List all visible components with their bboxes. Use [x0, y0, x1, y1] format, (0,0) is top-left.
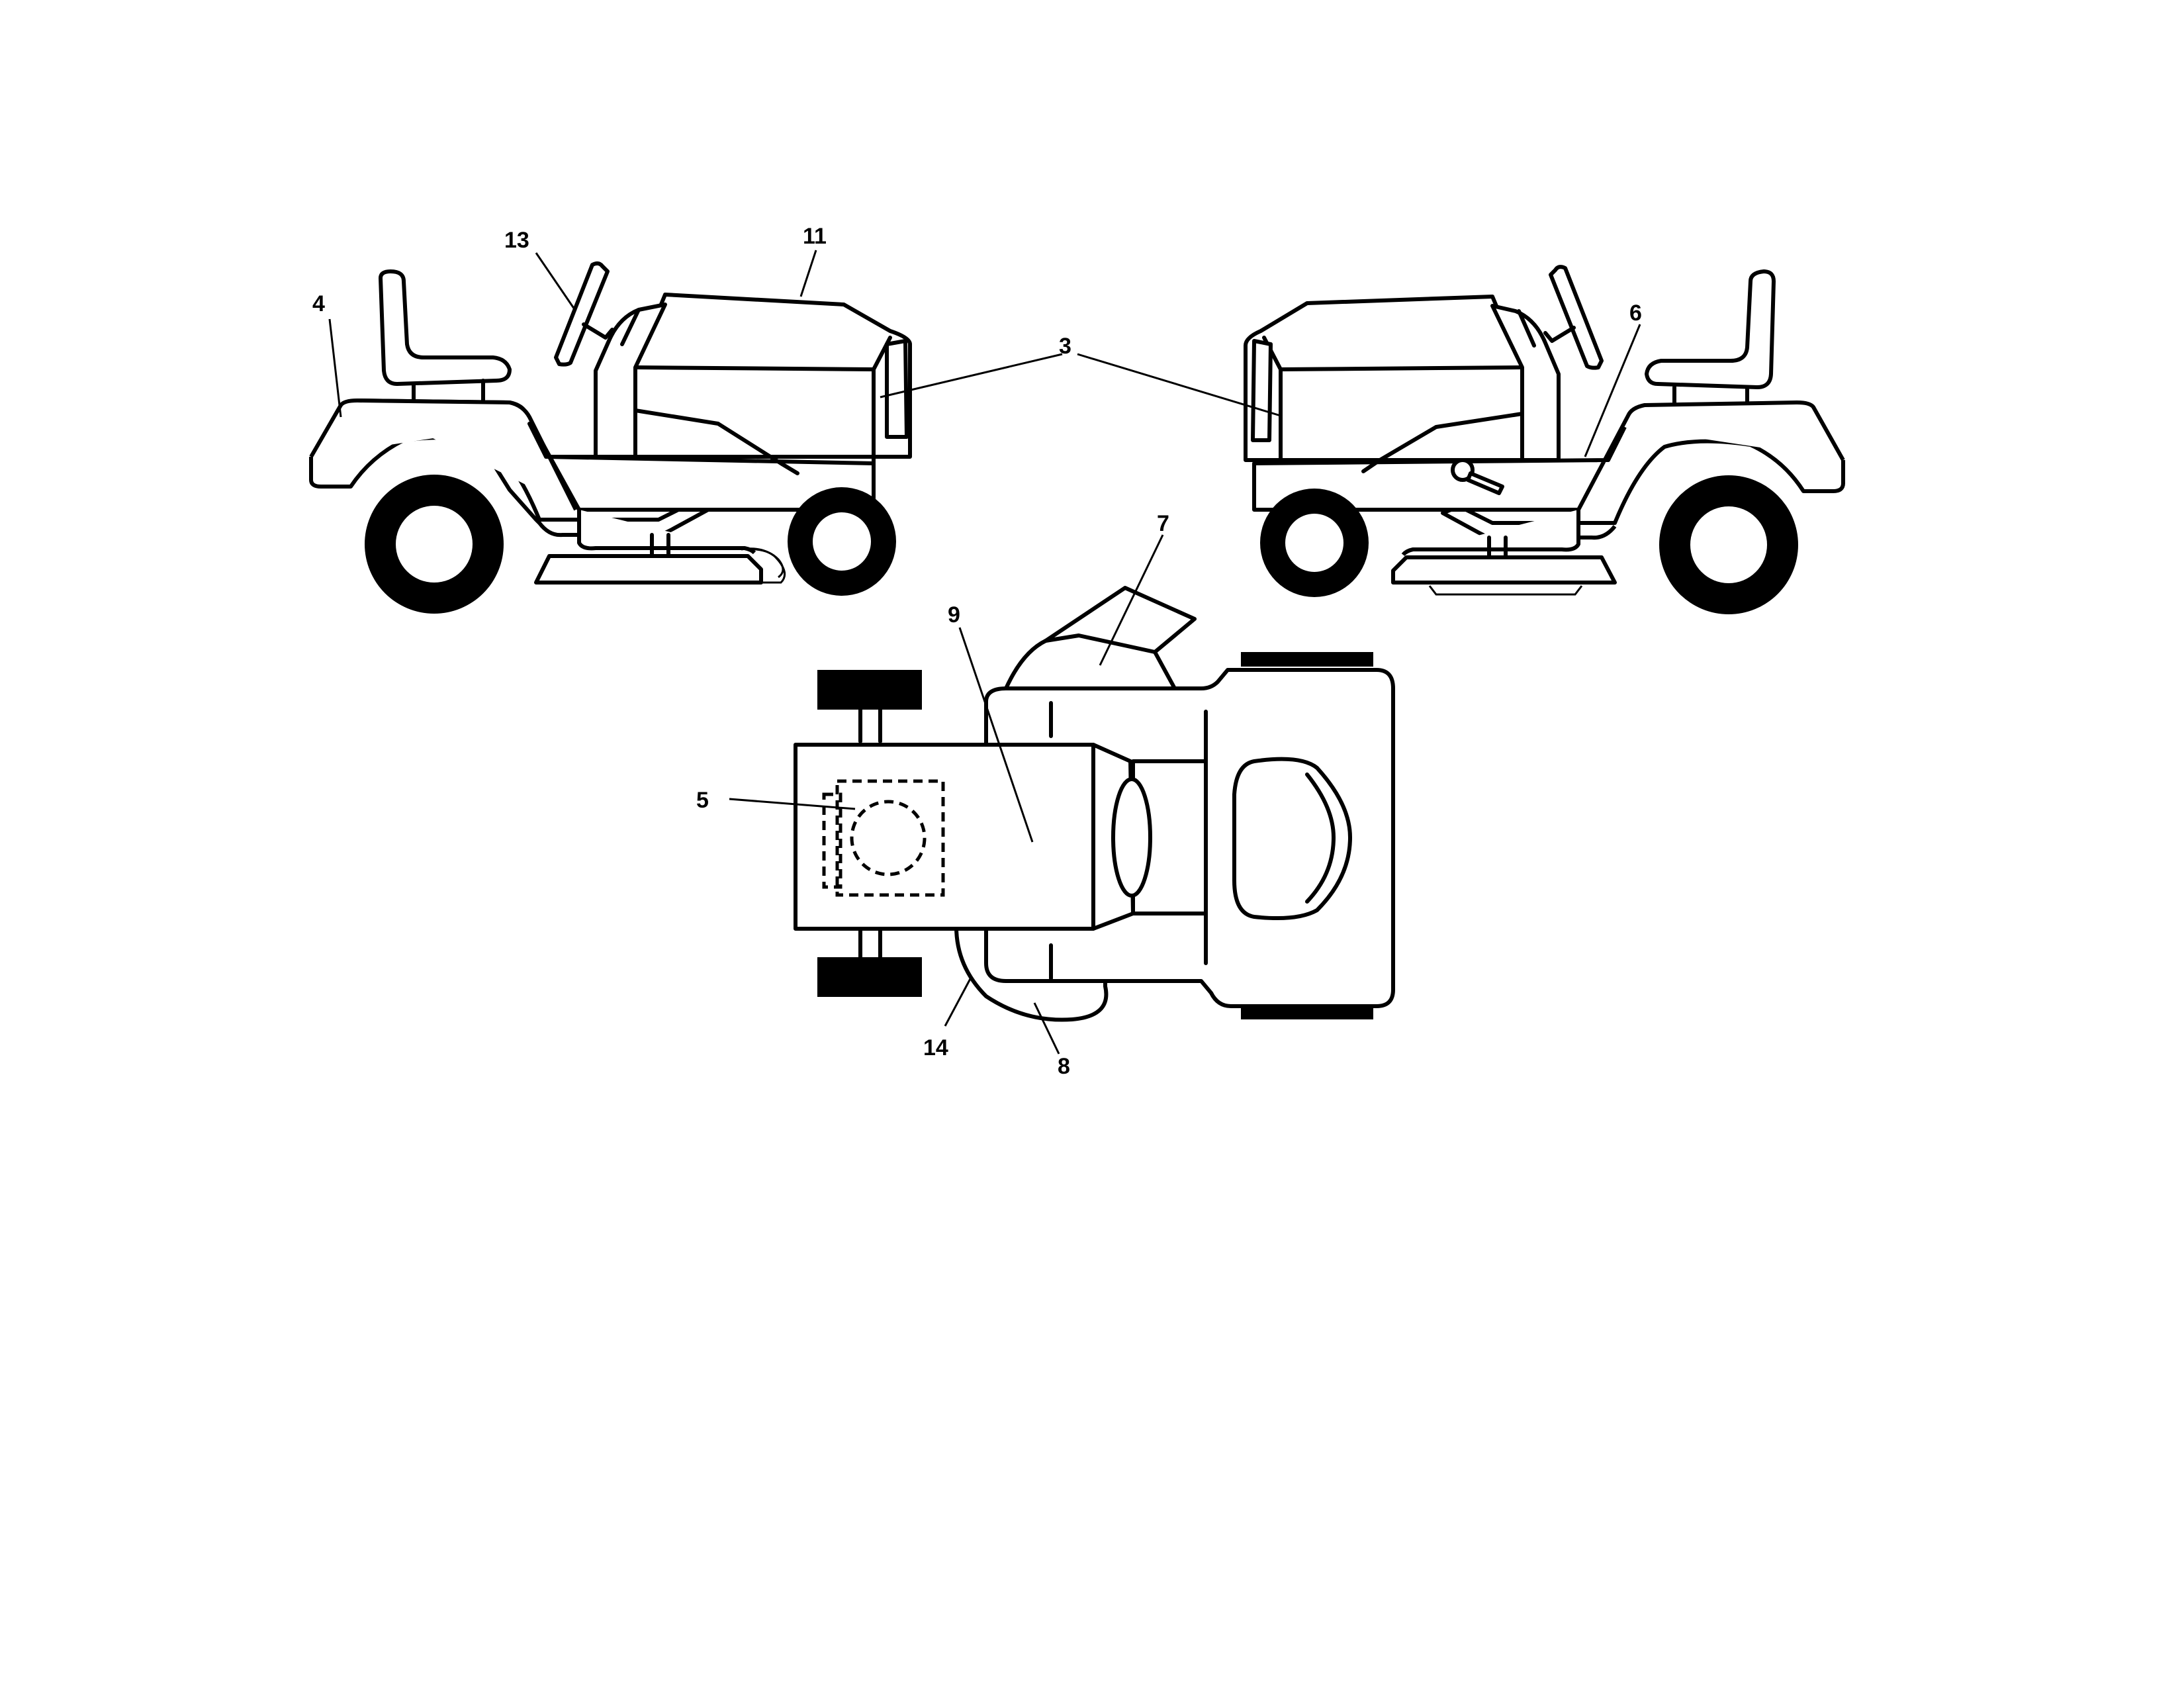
- rear-tire-bottom: [1241, 1005, 1373, 1019]
- tractor-left-side-view: [309, 261, 912, 614]
- engine-hood-left-view: [633, 293, 912, 459]
- front-tire-bottom: [817, 957, 922, 997]
- engine-flywheel-hidden: [850, 800, 927, 876]
- mower-deck-right-view: [1391, 555, 1617, 585]
- callout-6: 6: [1629, 301, 1642, 326]
- rear-tire-top: [1241, 652, 1373, 667]
- callout-5: 5: [696, 788, 709, 813]
- callout-11: 11: [803, 224, 827, 249]
- leader-5: [729, 798, 856, 810]
- callout-9: 9: [948, 602, 960, 628]
- leader-6: [1584, 324, 1641, 457]
- callout-13: 13: [504, 228, 529, 253]
- leader-3b: [1077, 353, 1281, 417]
- engine-hidden-outline: [835, 779, 945, 897]
- leader-7: [1099, 534, 1164, 666]
- callout-7: 7: [1157, 511, 1169, 536]
- callout-labels: 3 4 5 6 7 8 9 11 13 14: [312, 224, 1642, 1079]
- callout-4: 4: [312, 291, 325, 316]
- steering-wheel-right-view: [1549, 265, 1604, 370]
- leader-4: [328, 318, 342, 418]
- engine-hood-right-view: [1244, 295, 1524, 462]
- seat-left-view: [379, 269, 512, 386]
- tractor-right-side-view: [1244, 265, 1845, 614]
- front-tire-top: [817, 670, 922, 710]
- leader-11: [799, 250, 817, 297]
- callout-3: 3: [1059, 334, 1071, 359]
- steering-wheel-top-view: [1111, 777, 1152, 898]
- mower-deck-left-view: [534, 554, 763, 585]
- callout-14: 14: [923, 1035, 948, 1060]
- leader-lines: [328, 250, 1641, 1055]
- leader-9: [958, 627, 1034, 843]
- seat-right-view: [1645, 269, 1776, 389]
- leader-3a: [880, 353, 1063, 399]
- leader-13: [535, 252, 577, 312]
- leader-8: [1033, 1002, 1060, 1055]
- leader-14: [944, 976, 973, 1027]
- steering-wheel-left-view: [554, 261, 610, 367]
- tractor-top-view: [794, 586, 1395, 1022]
- callout-8: 8: [1058, 1054, 1070, 1079]
